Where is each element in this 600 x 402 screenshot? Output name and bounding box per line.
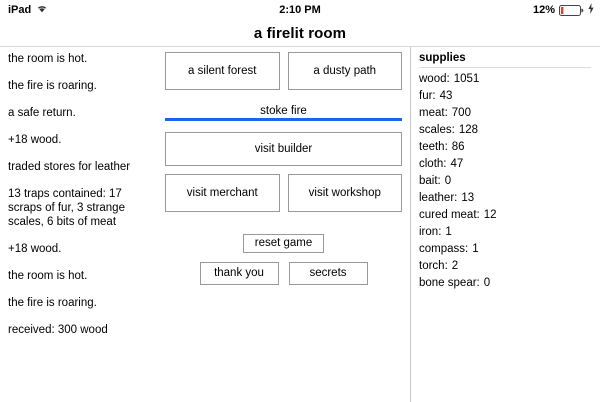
- supply-row-cloth: cloth 47: [419, 156, 600, 173]
- status-bar-right: 12%: [533, 0, 594, 20]
- supply-name: iron: [419, 224, 441, 241]
- clock-label: 2:10 PM: [279, 4, 321, 16]
- location-button-dusty-path[interactable]: a dusty path: [287, 52, 402, 90]
- lightning-bolt-icon: [588, 3, 594, 17]
- notification-item: traded stores for leather: [8, 161, 131, 173]
- supply-row-torch: torch 2: [419, 258, 600, 275]
- supply-row-iron: iron 1: [419, 224, 600, 241]
- supply-row-cured-meat: cured meat 12: [419, 207, 600, 224]
- notification-item: received: 300 wood: [8, 324, 108, 336]
- footer-button-row: thank you secrets: [165, 262, 402, 285]
- supply-name: teeth: [419, 139, 448, 156]
- supply-value: 86: [451, 141, 465, 153]
- location-button-silent-forest[interactable]: a silent forest: [165, 52, 280, 90]
- notification-item: the room is hot.: [8, 53, 88, 65]
- supply-name: leather: [419, 190, 457, 207]
- notification-item: 13 traps contained: 17 scraps of fur, 3 …: [8, 188, 125, 228]
- supply-value: 2: [451, 260, 459, 272]
- notification-item: the fire is roaring.: [8, 297, 97, 309]
- notification-item: the room is hot.: [8, 270, 88, 282]
- supply-name: bone spear: [419, 275, 480, 292]
- supply-value: 43: [439, 90, 453, 102]
- supply-row-bone-spear: bone spear 0: [419, 275, 600, 292]
- supply-row-meat: meat 700: [419, 105, 600, 122]
- supply-value: 1051: [453, 73, 480, 85]
- notification-item: +18 wood.: [8, 134, 62, 146]
- supply-value: 1: [445, 226, 452, 238]
- supply-row-teeth: teeth 86: [419, 139, 600, 156]
- supply-name: scales: [419, 122, 455, 139]
- wifi-icon: [36, 4, 48, 16]
- thank-you-button[interactable]: thank you: [199, 262, 279, 285]
- supply-name: torch: [419, 258, 448, 275]
- status-bar-left: iPad: [8, 0, 48, 20]
- supply-value: 13: [461, 192, 475, 204]
- supply-row-bait: bait 0: [419, 173, 600, 190]
- supply-value: 700: [451, 107, 471, 119]
- secrets-button[interactable]: secrets: [288, 262, 368, 285]
- notification-item: +18 wood.: [8, 243, 62, 255]
- supply-name: compass: [419, 241, 468, 258]
- battery-percent-label: 12%: [532, 4, 555, 16]
- supply-value: 12: [483, 209, 497, 221]
- supply-name: cured meat: [419, 207, 480, 224]
- visit-builder-button[interactable]: visit builder: [165, 132, 402, 166]
- stoke-fire-wrapper: stoke fire: [165, 101, 402, 121]
- supply-value: 0: [444, 175, 452, 187]
- supply-value: 128: [458, 124, 478, 136]
- supply-name: cloth: [419, 156, 447, 173]
- stoke-fire-cooldown-bar: [165, 118, 402, 121]
- supplies-title: supplies: [419, 52, 591, 68]
- visit-workshop-button[interactable]: visit workshop: [287, 174, 402, 212]
- supply-value: 1: [472, 243, 479, 255]
- supplies-panel: supplies wood 1051 fur 43 meat 700 scale…: [410, 47, 600, 402]
- supply-row-scales: scales 128: [419, 122, 600, 139]
- action-button-panel: a silent forest a dusty path stoke fire …: [165, 52, 402, 285]
- battery-icon: [559, 4, 584, 16]
- stoke-fire-button[interactable]: stoke fire: [260, 104, 307, 117]
- game-content: the room is hot. the fire is roaring. a …: [0, 47, 600, 402]
- visit-button-row: visit merchant visit workshop: [165, 174, 402, 212]
- notification-item: the fire is roaring.: [8, 80, 97, 92]
- supply-name: wood: [419, 71, 450, 88]
- supply-row-wood: wood 1051: [419, 71, 600, 88]
- supply-name: fur: [419, 88, 436, 105]
- visit-merchant-button[interactable]: visit merchant: [165, 174, 280, 212]
- page-title: a firelit room: [253, 24, 347, 42]
- carrier-label: iPad: [8, 4, 32, 16]
- status-bar-center: 2:10 PM: [0, 0, 600, 20]
- supply-row-leather: leather 13: [419, 190, 600, 207]
- supply-name: meat: [419, 105, 448, 122]
- supply-name: bait: [419, 173, 441, 190]
- notification-log: the room is hot. the fire is roaring. a …: [8, 52, 156, 350]
- supply-row-compass: compass 1: [419, 241, 600, 258]
- supply-value: 0: [483, 277, 491, 289]
- supply-row-fur: fur 43: [419, 88, 600, 105]
- notification-item: a safe return.: [8, 107, 76, 119]
- ios-status-bar: iPad 2:10 PM 12%: [0, 0, 600, 20]
- header-divider: [0, 46, 600, 47]
- location-button-row: a silent forest a dusty path: [165, 52, 402, 90]
- reset-game-row: reset game: [165, 234, 402, 253]
- reset-game-button[interactable]: reset game: [242, 234, 325, 253]
- supply-value: 47: [450, 158, 464, 170]
- page-header: a firelit room: [0, 20, 600, 46]
